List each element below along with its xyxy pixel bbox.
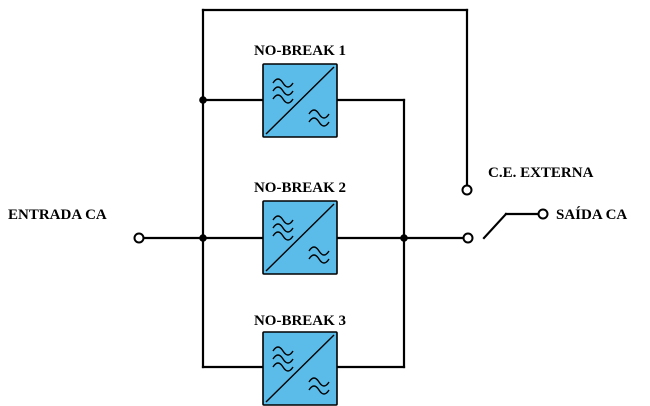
junction-dot — [199, 234, 207, 242]
wiring — [141, 8, 541, 369]
external-bypass-label: C.E. EXTERNA — [488, 165, 594, 181]
junction-dot — [400, 234, 408, 242]
input-label: ENTRADA CA — [8, 207, 107, 223]
junctions — [199, 96, 408, 242]
ups-block-2 — [262, 200, 338, 275]
ac-dc-converter-icon — [262, 200, 338, 275]
ups-output-terminal — [462, 232, 474, 244]
output-label: SAÍDA CA — [556, 206, 627, 223]
ups-block-1 — [262, 63, 338, 138]
ac-dc-converter-icon — [262, 331, 338, 406]
output-terminal — [537, 208, 549, 220]
ups-3-label: NO-BREAK 3 — [254, 313, 346, 329]
ac-dc-converter-icon — [262, 63, 338, 138]
bypass-terminal — [461, 184, 473, 196]
terminals — [133, 184, 549, 244]
input-terminal — [133, 232, 145, 244]
ups-1-label: NO-BREAK 1 — [254, 43, 346, 59]
junction-dot — [199, 96, 207, 104]
switch-blade — [482, 212, 508, 240]
ups-2-label: NO-BREAK 2 — [254, 180, 346, 196]
ups-block-3 — [262, 331, 338, 406]
